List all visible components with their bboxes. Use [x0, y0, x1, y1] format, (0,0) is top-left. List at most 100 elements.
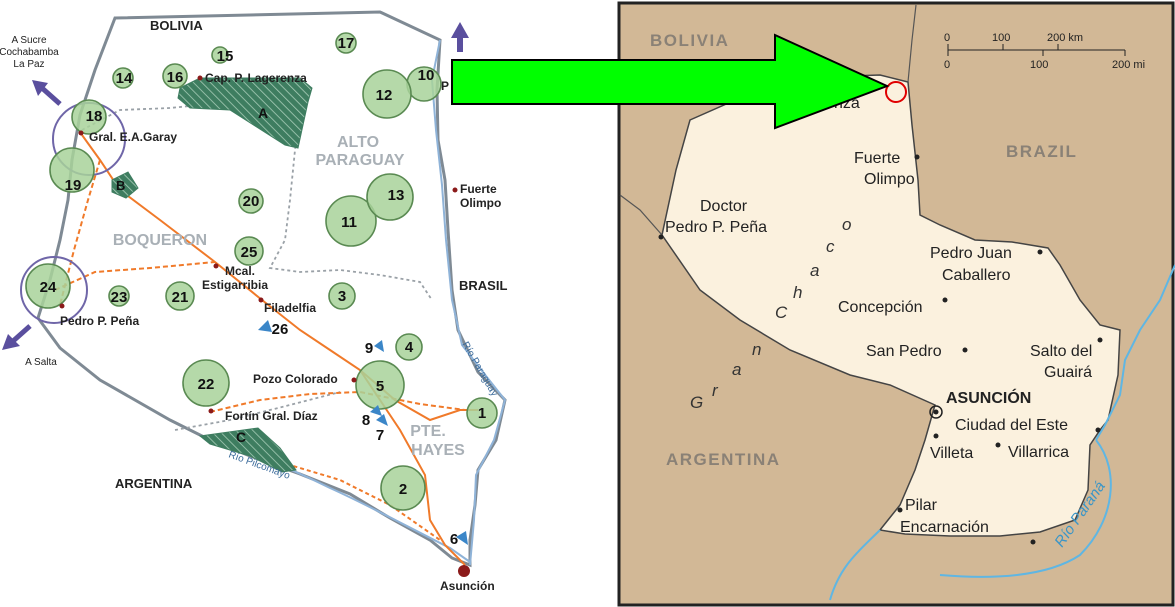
site-19-circle — [49, 147, 95, 193]
asuncion-star-icon — [929, 405, 943, 419]
site-11-circle — [325, 195, 377, 247]
site-25-circle — [234, 236, 264, 266]
site-1-label: 1 — [478, 405, 486, 422]
site-23-circle — [108, 285, 130, 307]
gran-letter-a: a — [732, 360, 741, 379]
dept-pte-hayes-line1: PTE. — [410, 423, 446, 440]
zone-a-label: A — [258, 105, 268, 121]
town-lagerenza: Cap. P. Lagerenza — [205, 71, 307, 85]
zone-c — [198, 427, 297, 473]
asuncion-capital-dot — [458, 565, 470, 577]
site-12-label: 12 — [376, 87, 393, 104]
site-21-circle — [165, 281, 195, 311]
left-map: A B C — [0, 10, 507, 593]
site-6-label: 6 — [450, 531, 458, 548]
gran-letter-g: G — [690, 393, 703, 412]
site-21-label: 21 — [172, 289, 189, 306]
town-partial-p: P — [441, 79, 449, 93]
site-3-circle — [328, 282, 356, 310]
site-14-circle — [112, 67, 134, 89]
site-17-circle — [335, 32, 357, 54]
site-5-label: 5 — [376, 378, 384, 395]
zone-c-label: C — [236, 429, 246, 445]
site-markers — [25, 32, 498, 511]
dept-alto-paraguay-line1: ALTO — [337, 134, 379, 151]
blue-markers — [258, 320, 468, 545]
left-country-argentina: ARGENTINA — [115, 476, 193, 491]
right-city-dots — [658, 154, 1103, 545]
site-13-label: 13 — [388, 187, 405, 204]
right-city-fuerte-line2: Olimpo — [864, 171, 915, 188]
site-2-label: 2 — [399, 481, 407, 498]
paraguay-territory — [661, 74, 1121, 537]
zone-b-label: B — [116, 178, 125, 193]
site-26-label: 26 — [272, 321, 289, 338]
site-11-label: 11 — [341, 214, 357, 231]
right-city-cde: Ciudad del Este — [955, 417, 1068, 434]
chaco-letter-a: a — [810, 261, 819, 280]
right-city-salto-line1: Salto del — [1030, 343, 1092, 360]
right-border-lines — [619, 4, 917, 236]
scale-mi-0: 0 — [944, 59, 950, 71]
site-12-circle — [362, 69, 412, 119]
town-dots — [59, 75, 458, 414]
site-18-label: 18 — [86, 108, 103, 125]
site-25-label: 25 — [241, 244, 258, 261]
site-8-label: 8 — [362, 412, 370, 429]
site-17-label: 17 — [338, 35, 355, 52]
dept-alto-paraguay-line2: PARAGUAY — [316, 152, 405, 169]
site-24-circle — [25, 263, 71, 309]
site-20-label: 20 — [243, 193, 260, 210]
dept-boqueron: BOQUERON — [113, 232, 207, 249]
right-city-asuncion: ASUNCIÓN — [946, 388, 1031, 407]
scale-mi-100: 100 — [1030, 59, 1048, 71]
town-fuerte-line1: Fuerte — [460, 182, 497, 196]
right-country-brazil: BRAZIL — [1006, 142, 1077, 161]
site-13-circle — [366, 173, 414, 221]
right-country-argentina: ARGENTINA — [666, 450, 781, 469]
right-city-fuerte-line1: Fuerte — [854, 150, 900, 167]
site-24-label: 24 — [40, 279, 57, 296]
town-fortin-diaz: Fortín Gral. Díaz — [225, 409, 318, 423]
site-10-label: 10 — [418, 67, 435, 84]
left-country-brasil: BRASIL — [459, 278, 507, 293]
gran-letter-n: n — [752, 340, 761, 359]
right-rivers — [829, 264, 1175, 601]
site-3-label: 3 — [338, 288, 346, 305]
chaco-letter-c2: c — [826, 237, 835, 256]
site-14-label: 14 — [116, 70, 133, 87]
site-23-label: 23 — [111, 289, 128, 306]
site-4-label: 4 — [405, 339, 414, 356]
right-city-doctor-line2: Pedro P. Peña — [665, 219, 767, 236]
chaco-region — [36, 10, 507, 568]
site-22-circle — [182, 359, 230, 407]
right-city-salto-line2: Guairá — [1044, 364, 1092, 381]
town-filadelfia: Filadelfia — [264, 301, 316, 315]
right-city-san-pedro: San Pedro — [866, 343, 942, 360]
highlight-circle-pena — [20, 256, 88, 324]
right-city-pjc-line1: Pedro Juan — [930, 245, 1012, 262]
right-city-concepcion: Concepción — [838, 299, 923, 316]
scale-km-100: 100 — [992, 32, 1010, 44]
site-16-circle — [162, 63, 188, 89]
scale-km-0: 0 — [944, 32, 950, 44]
chaco-letter-c: C — [775, 303, 788, 322]
right-city-encarnacion: Encarnación — [900, 519, 989, 536]
right-city-doctor-line1: Doctor — [700, 198, 748, 215]
town-garay: Gral. E.A.Garay — [89, 130, 177, 144]
right-city-pjc-line2: Caballero — [942, 267, 1011, 284]
site-9-label: 9 — [365, 340, 373, 357]
right-country-bolivia: BOLIVIA — [650, 31, 729, 50]
site-7-label: 7 — [376, 427, 384, 444]
direction-north-line2: Cochabamba — [0, 47, 59, 58]
site-16-label: 16 — [167, 69, 184, 86]
site-1-circle — [466, 397, 498, 429]
site-2-circle — [380, 465, 426, 511]
site-4-circle — [395, 333, 423, 361]
gran-letter-r: r — [712, 381, 719, 400]
direction-north-line3: La Paz — [13, 59, 44, 70]
right-city-villarrica: Villarrica — [1008, 444, 1069, 461]
chaco-letter-h: h — [793, 283, 802, 302]
town-mcal-line1: Mcal. — [225, 264, 255, 278]
